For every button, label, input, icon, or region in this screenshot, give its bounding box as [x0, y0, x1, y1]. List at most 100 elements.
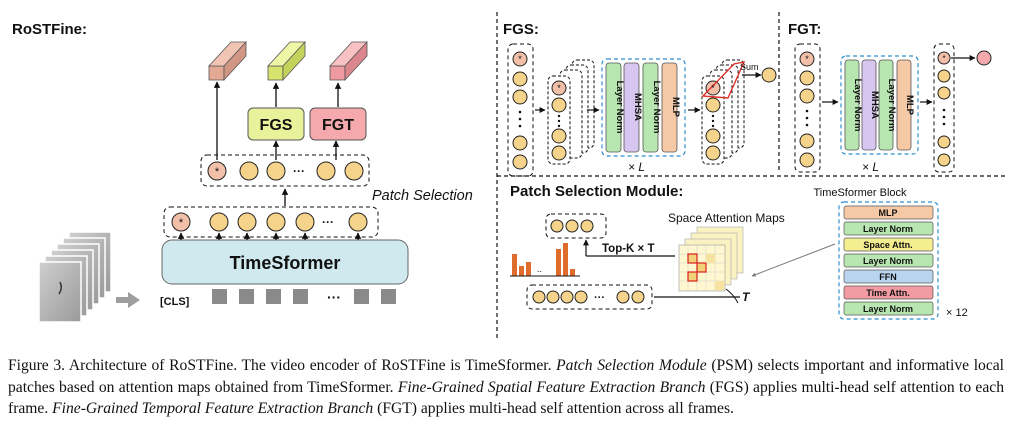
timesformer-label: TimeSformer — [230, 253, 341, 273]
cls-token-star: * — [179, 217, 184, 229]
fgt-layer-norm-2 — [878, 59, 894, 151]
fgt-layer-norm-1 — [844, 59, 860, 151]
space-attention-maps-label: Space Attention Maps — [668, 211, 785, 225]
caption-part-1: Figure 3. Architecture of RoSTFine. The … — [8, 357, 557, 374]
t-label: T — [742, 290, 751, 304]
tsb-ffn-label: FFN — [879, 272, 897, 282]
topk-tokens — [550, 219, 594, 233]
timesformer-block-title: TimeSformer Block — [813, 187, 907, 199]
fgs-input-group — [507, 43, 534, 177]
fgt-repeat-label: × L — [862, 160, 879, 174]
fgs-mlp — [661, 62, 678, 153]
fgt-input-star: * — [805, 54, 809, 64]
encoder-output-dots: ··· — [322, 215, 334, 229]
caption-fgs-name: Fine-Grained Spatial Feature Extraction … — [397, 378, 706, 396]
fgs-layer-norm-1-label: Layer Norm — [614, 81, 625, 134]
fgs-layer-norm-2-label: Layer Norm — [651, 81, 662, 134]
tsb-layer-norm-3 — [843, 301, 934, 316]
fgs-input-tokens — [512, 51, 528, 170]
t-brace — [725, 288, 739, 304]
selected-dots: ··· — [293, 164, 305, 178]
fgt-output-star: * — [942, 54, 945, 63]
tsb-ffn — [843, 269, 934, 284]
fgt-box — [309, 107, 367, 141]
fgs-sum-label: Sum — [740, 62, 759, 72]
fgt-output-vdots — [942, 108, 946, 126]
patch-tokens — [532, 290, 645, 304]
bars-dots: .. — [537, 264, 542, 274]
cls-label: [CLS] — [160, 296, 190, 308]
fgs-layer-norm-1 — [605, 62, 622, 153]
input-arrow — [116, 292, 140, 308]
caption-part-3: (PSM) selects important and informative … — [8, 357, 1005, 396]
tsb-space-attn — [843, 237, 934, 252]
selected-cls-star: * — [215, 166, 220, 178]
fgs-mhsa — [623, 62, 640, 153]
fgt-panel: * Layer Norm MHSA Layer Norm MLP × L * — [794, 43, 992, 174]
caption-fgt-name: Fine-Grained Temporal Feature Extraction… — [52, 400, 374, 417]
fgs-input-star: * — [518, 54, 522, 64]
figure-caption: Figure 3. Architecture of RoSTFine. The … — [8, 355, 1004, 420]
fgs-box — [247, 107, 305, 141]
tsb-mlp — [843, 205, 934, 220]
rostfine-panel: [CLS] ··· TimeSformer * ··· — [38, 40, 473, 323]
fgt-input-tokens — [799, 51, 815, 168]
caption-part-7: (FGT) applies multi-head self attention … — [373, 400, 734, 417]
selected-tokens — [207, 161, 364, 181]
tsb-layer-norm-2-label: Layer Norm — [863, 256, 913, 266]
patch-selection-label: Patch Selection — [372, 188, 473, 204]
tsb-layer-norm-1-label: Layer Norm — [863, 224, 913, 234]
fgs-mhsa-label: MHSA — [632, 93, 643, 121]
panel-title-psm: Patch Selection Module: — [510, 183, 683, 200]
patch-tokens-group — [526, 284, 653, 310]
output-feature-fgs — [267, 40, 306, 82]
fgt-box-label: FGT — [322, 117, 354, 134]
fgs-panel: * * Layer Norm MHSA Layer — [507, 43, 777, 177]
psm-panel: .. Top-K × T ··· Space Attention Maps — [510, 187, 968, 320]
video-frames — [38, 231, 112, 323]
tsb-mlp-label: MLP — [879, 208, 898, 218]
panel-title-fgs: FGS: — [503, 21, 539, 38]
fgt-layer-norm-2-label: Layer Norm — [886, 79, 897, 132]
fgs-box-label: FGS — [260, 117, 293, 134]
patch-squares — [212, 289, 396, 304]
panel-title-fgt: FGT: — [788, 21, 821, 38]
timesformer-block — [838, 201, 939, 320]
topk-label: Top-K × T — [602, 243, 655, 255]
caption-psm-name: Patch Selection Module — [556, 357, 707, 374]
panel-title-rostfine: RoSTFine: — [12, 21, 87, 38]
space-attention-maps — [678, 226, 744, 292]
tsb-time-attn-label: Time Attn. — [866, 288, 910, 298]
fgs-mlp-label: MLP — [670, 97, 681, 118]
fgs-output-stack — [701, 59, 746, 165]
caption-part-5: (FGS) applies multi-head self attention … — [8, 378, 1004, 418]
tsb-layer-norm-3-label: Layer Norm — [863, 304, 913, 314]
space-attn-to-maps-arrow — [751, 243, 836, 277]
fgt-output-token — [976, 50, 992, 66]
fgs-layer-norm-2 — [642, 62, 659, 153]
fgs-output-token — [761, 67, 777, 83]
selected-tokens-group — [200, 154, 370, 187]
tsb-layer-norm-2 — [843, 253, 934, 268]
topk-tokens-group — [545, 213, 607, 239]
tsb-layer-norm-1 — [843, 221, 934, 236]
fgt-mlp-label: MLP — [904, 95, 915, 116]
attention-score-bars — [512, 243, 575, 276]
fgt-input-group — [794, 43, 821, 173]
fgs-transformer-block — [601, 58, 686, 157]
encoder-arrows — [177, 232, 362, 240]
encoder-output-tokens — [171, 212, 368, 232]
fgs-input-vdots — [518, 110, 522, 128]
fgs-repeat-label: × L — [628, 160, 645, 174]
fgt-output-tokens — [937, 51, 951, 167]
patch-dots: ··· — [327, 289, 341, 305]
fgs-frame-star: * — [557, 83, 561, 93]
patch-tokens-dots: ··· — [594, 292, 605, 304]
encoder-output-group — [163, 206, 379, 238]
output-feature-cls — [208, 40, 247, 82]
timesformer-block-repeat: × 12 — [946, 307, 968, 319]
fgs-output-star: * — [711, 83, 715, 93]
tsb-time-attn — [843, 285, 934, 300]
timesformer-encoder — [161, 239, 409, 285]
